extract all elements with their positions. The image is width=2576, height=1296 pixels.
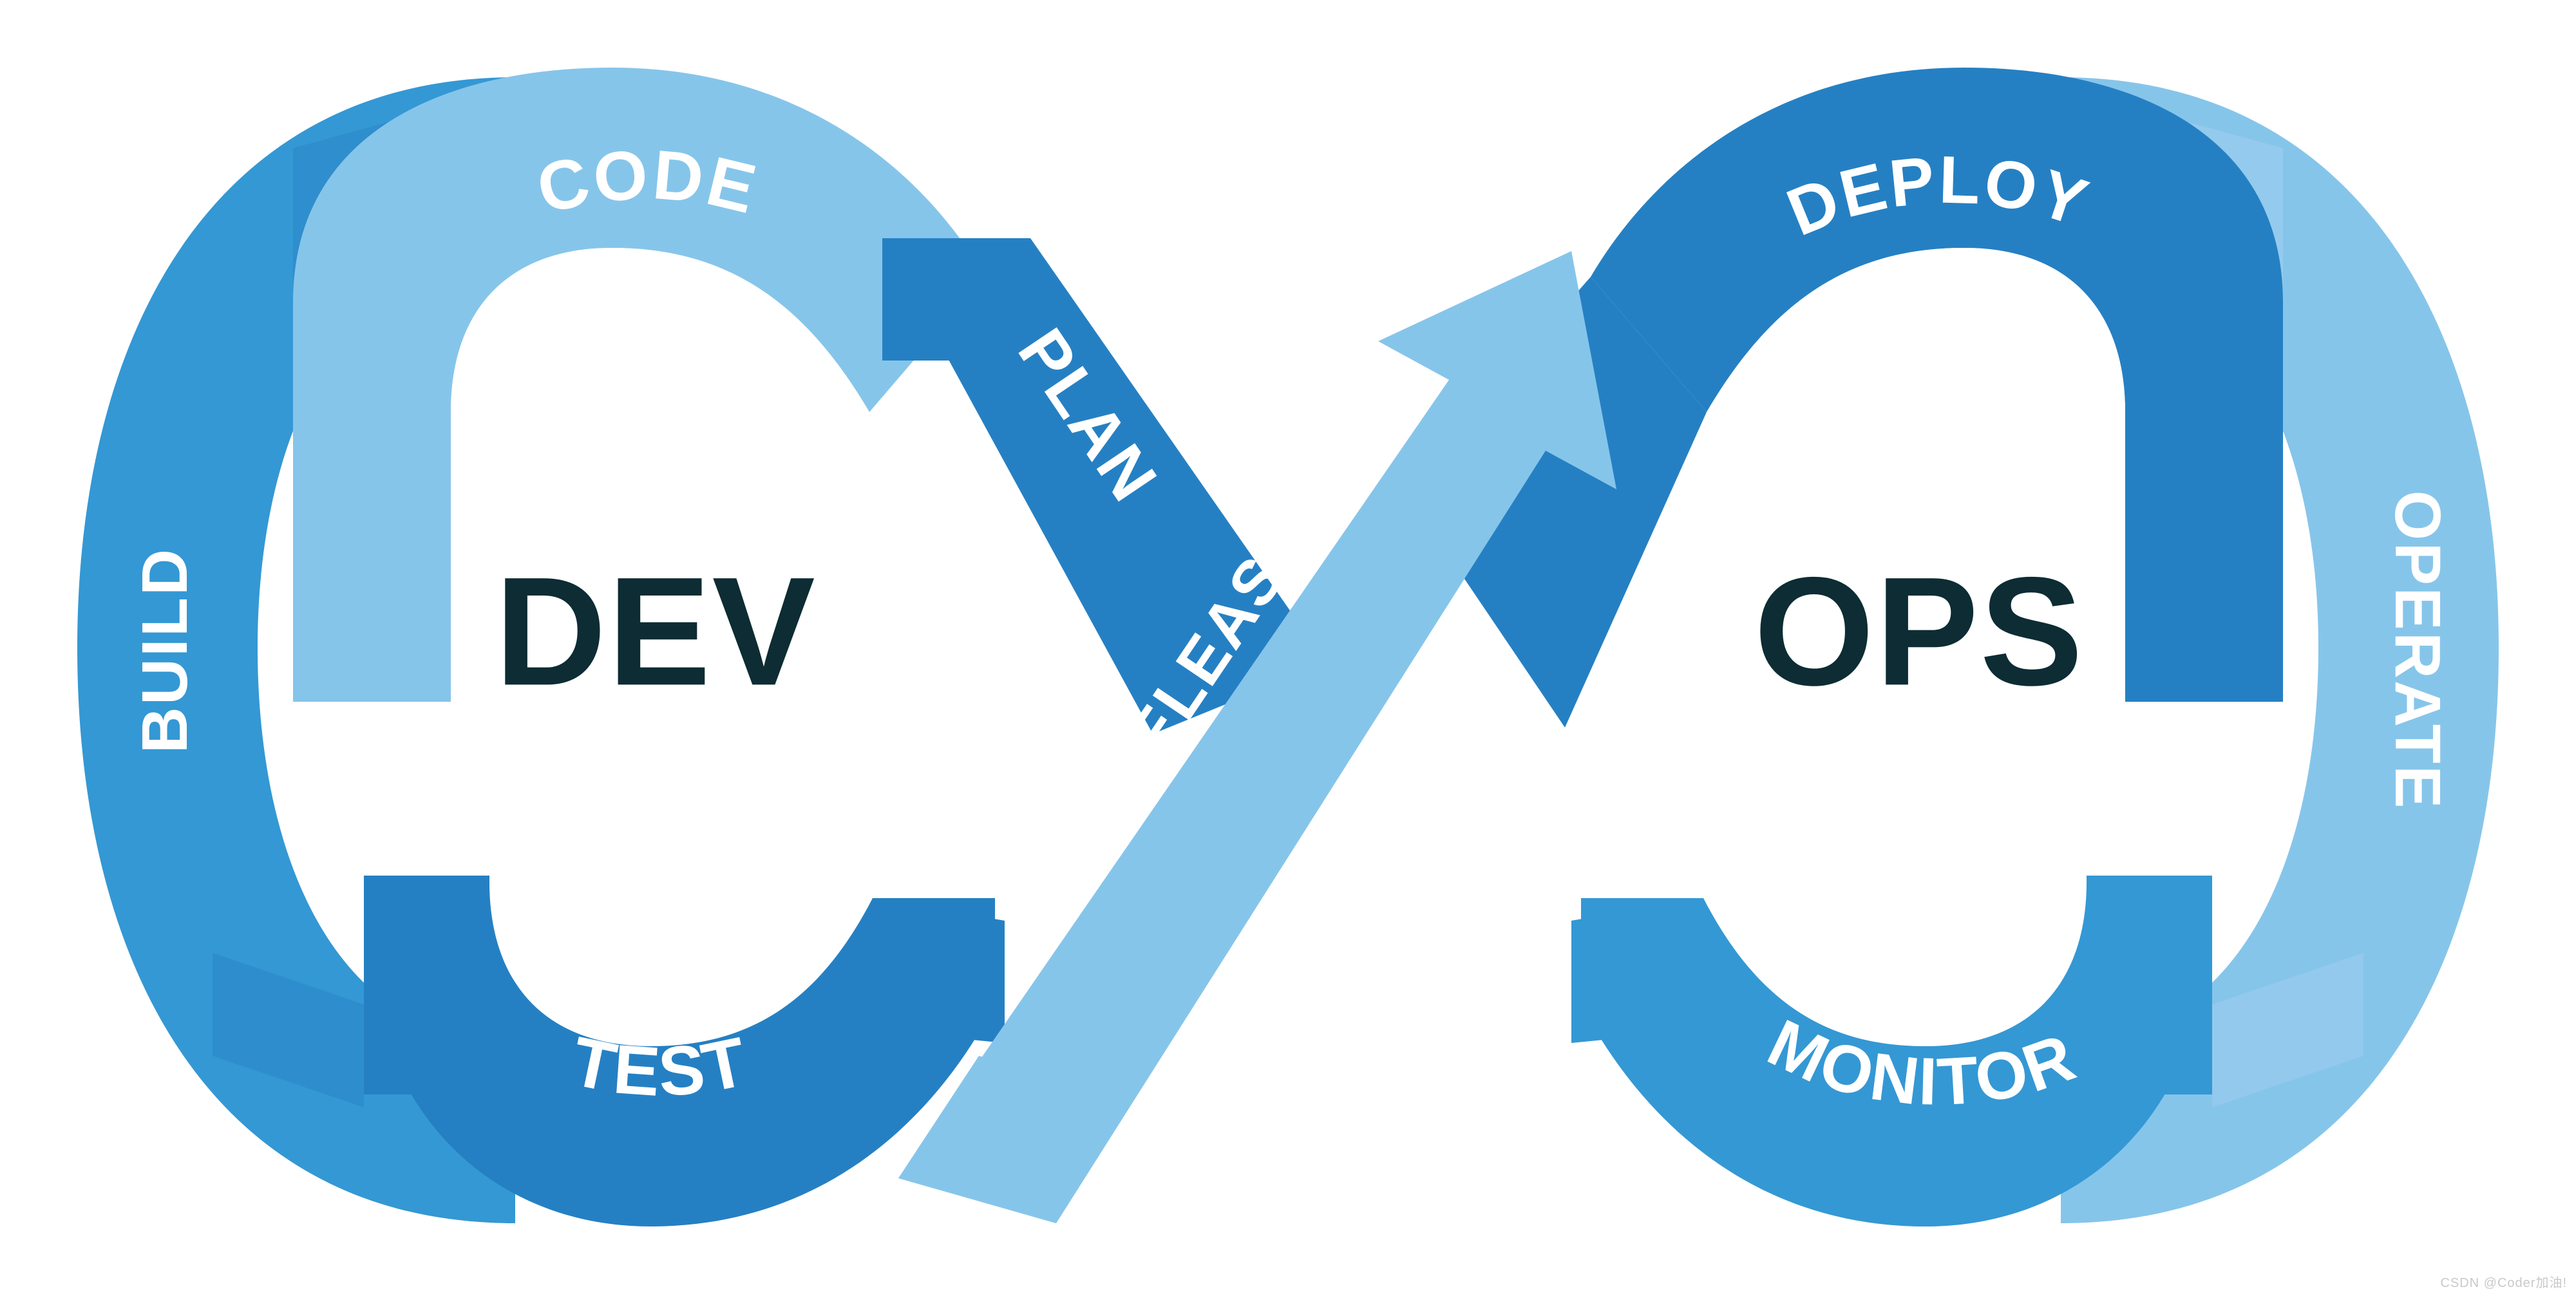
build-band bbox=[77, 77, 515, 1223]
code-label-text: CODE bbox=[530, 135, 765, 229]
label-operate: OPERATE bbox=[2382, 491, 2454, 811]
deploy-band bbox=[1591, 68, 2283, 612]
label-code: CODE bbox=[530, 135, 765, 229]
stage-plan[interactable] bbox=[882, 238, 1327, 734]
operate-fold-bottom bbox=[2212, 953, 2363, 1107]
ops-inner-circle-top bbox=[1707, 395, 2125, 897]
monitor-band bbox=[1581, 882, 2209, 1226]
release-tail-under bbox=[898, 1056, 1133, 1223]
test-band bbox=[367, 882, 995, 1226]
stage-test[interactable] bbox=[364, 876, 1005, 1226]
build-label-text: BUILD bbox=[129, 547, 201, 754]
stage-monitor[interactable] bbox=[1327, 721, 2212, 1226]
plan-band bbox=[882, 238, 1327, 734]
plan-upper-extension bbox=[882, 238, 1030, 361]
test-band-fill bbox=[364, 876, 489, 1094]
code-inner-cover bbox=[293, 303, 451, 702]
watermark-text: CSDN @Coder加油! bbox=[2440, 1276, 2567, 1290]
label-build: BUILD bbox=[129, 547, 201, 754]
release-band-arrow bbox=[898, 251, 1616, 1223]
dev-inner-circle-top bbox=[451, 395, 869, 897]
code-band bbox=[293, 68, 985, 612]
deploy-inner-cover bbox=[2125, 303, 2283, 702]
deploy-lower-wedge bbox=[1404, 277, 1707, 728]
operate-band bbox=[2061, 77, 2499, 1223]
dev-center-label: DEV bbox=[495, 545, 816, 717]
label-test: TEST bbox=[565, 1022, 755, 1111]
test-right-tab bbox=[873, 898, 1005, 1043]
test-label-text: TEST bbox=[565, 1022, 755, 1111]
monitor-band-fill bbox=[2087, 876, 2212, 1094]
operate-label-text: OPERATE bbox=[2382, 491, 2454, 811]
monitor-left-tab bbox=[1571, 898, 1703, 1043]
ops-center-label: OPS bbox=[1754, 545, 2085, 717]
build-fold-bottom bbox=[213, 953, 364, 1107]
stage-release[interactable] bbox=[898, 251, 1616, 1223]
